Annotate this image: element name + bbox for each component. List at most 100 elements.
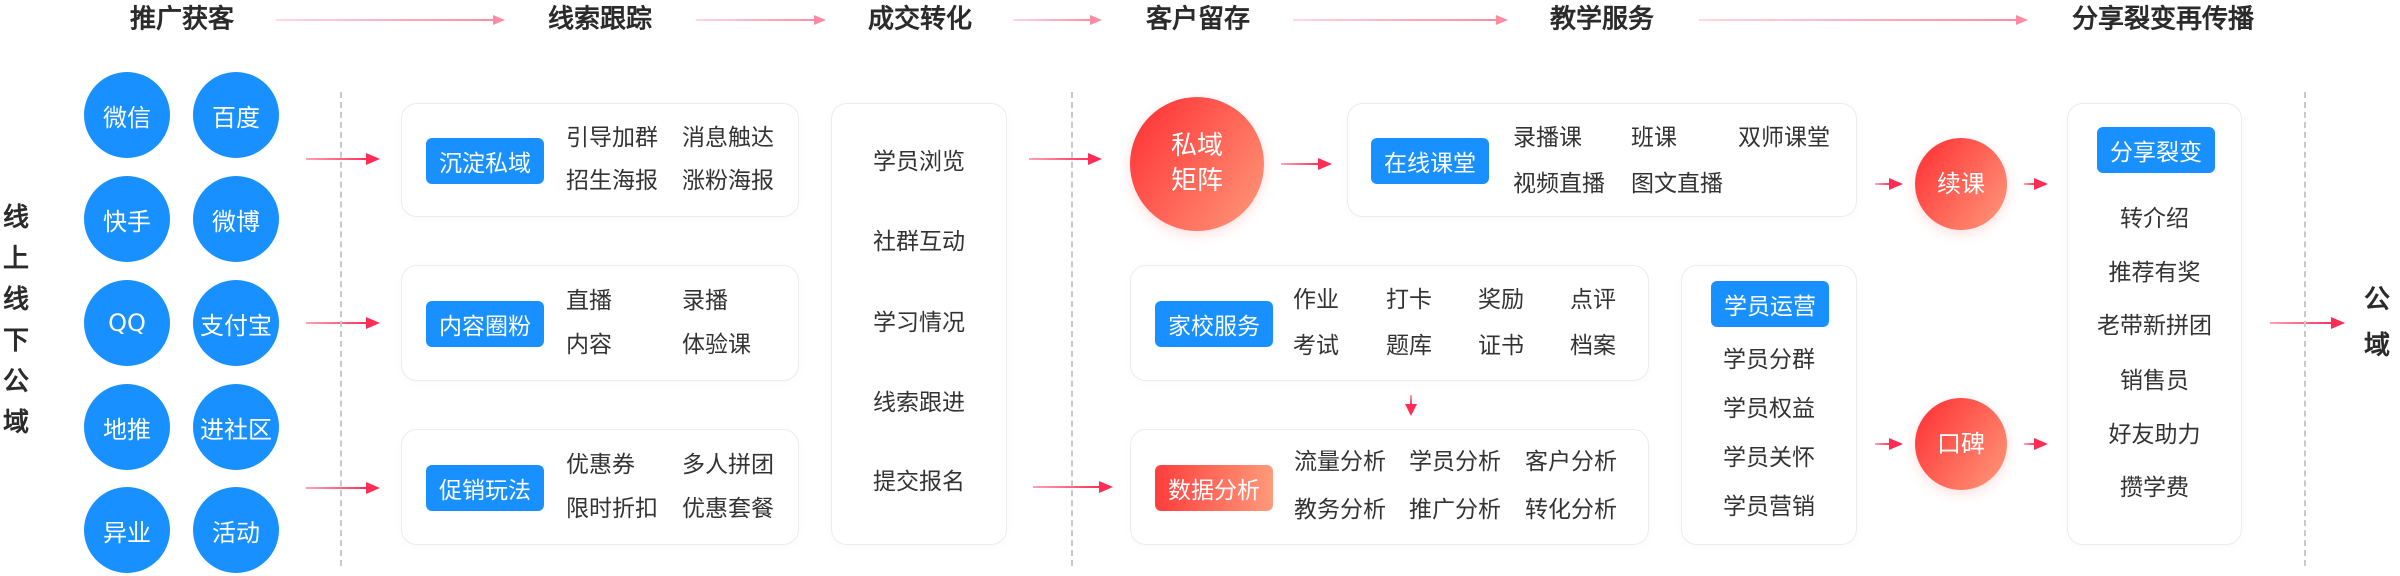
list-item: 班课 bbox=[1631, 125, 1677, 152]
stage-arrow-1 bbox=[276, 15, 505, 25]
list-item: 涨粉海报 bbox=[682, 168, 774, 195]
list-item: 学员浏览 bbox=[873, 149, 965, 176]
reputation-circle: 口碑 bbox=[1915, 398, 2007, 490]
list-item: 考试 bbox=[1293, 333, 1339, 360]
channel-circle: 进社区 bbox=[193, 384, 279, 470]
left-label: 线上线下公域 bbox=[2, 203, 29, 438]
private-matrix-circle: 私域 矩阵 bbox=[1130, 97, 1264, 231]
list-item: 推广分析 bbox=[1409, 497, 1501, 524]
list-item: 多人拼团 bbox=[682, 452, 774, 479]
flow-arrow-channels-2 bbox=[306, 317, 380, 329]
list-item: 学员权益 bbox=[1723, 396, 1815, 423]
list-item: 消息触达 bbox=[682, 125, 774, 152]
tag-label: 分享裂变 bbox=[2097, 127, 2215, 173]
list-item: 转介绍 bbox=[2120, 206, 2189, 233]
stage-arrow-4 bbox=[1293, 15, 1508, 25]
list-item: 学员分析 bbox=[1409, 449, 1501, 476]
list-item: 提交报名 bbox=[873, 469, 965, 496]
list-item: 好友助力 bbox=[2108, 422, 2201, 449]
list-item: 教务分析 bbox=[1294, 497, 1386, 524]
list-item: 作业 bbox=[1293, 287, 1339, 314]
tag-label: 学员运营 bbox=[1711, 281, 1829, 327]
list-item: 老带新拼团 bbox=[2097, 313, 2212, 340]
circle-label-line: 私域 bbox=[1170, 130, 1223, 161]
list-item: 档案 bbox=[1570, 333, 1616, 360]
list-item: 流量分析 bbox=[1294, 449, 1386, 476]
channel-circle: 快手 bbox=[84, 176, 170, 262]
circle-label: 续课 bbox=[1937, 169, 1985, 198]
stage-title-acquisition: 推广获客 bbox=[129, 4, 235, 35]
divider-dashed bbox=[340, 92, 342, 566]
conversion-box: 学员浏览 社群互动 学习情况 线索跟进 提交报名 bbox=[831, 103, 1007, 545]
list-item: 优惠套餐 bbox=[682, 496, 774, 523]
list-item: 录播课 bbox=[1513, 125, 1582, 152]
list-item: 题库 bbox=[1386, 333, 1432, 360]
list-item: 销售员 bbox=[2120, 368, 2189, 395]
stage-arrow-5 bbox=[1699, 15, 2028, 25]
tag-label: 内容圈粉 bbox=[426, 301, 544, 347]
list-item: 直播 bbox=[566, 288, 612, 315]
list-item: 图文直播 bbox=[1631, 171, 1723, 198]
list-item: 推荐有奖 bbox=[2108, 260, 2201, 287]
list-item: 内容 bbox=[566, 332, 612, 359]
flow-arrow-channels-1 bbox=[306, 153, 380, 165]
circle-label-line: 矩阵 bbox=[1170, 166, 1223, 196]
data-analysis-box: 数据分析 流量分析 学员分析 客户分析 教务分析 推广分析 转化分析 bbox=[1130, 429, 1649, 545]
stage-title-teaching: 教学服务 bbox=[1549, 4, 1655, 35]
list-item: 线索跟进 bbox=[873, 390, 965, 417]
list-item: 攒学费 bbox=[2120, 475, 2189, 502]
tag-label: 家校服务 bbox=[1155, 301, 1273, 347]
flow-arrow-to-renewal bbox=[1875, 178, 1903, 190]
list-item: 招生海报 bbox=[566, 168, 658, 195]
tag-label: 在线课堂 bbox=[1371, 138, 1489, 184]
stage-title-retention: 客户留存 bbox=[1145, 4, 1251, 35]
channel-circle: 支付宝 bbox=[193, 280, 279, 366]
stage-arrow-3 bbox=[1013, 15, 1102, 25]
channel-circle: 异业 bbox=[84, 487, 170, 573]
list-item: 证书 bbox=[1478, 333, 1524, 360]
list-item: 奖励 bbox=[1478, 287, 1524, 314]
flow-arrow-to-data-analysis bbox=[1033, 481, 1113, 493]
home-school-box: 家校服务 作业 打卡 奖励 点评 考试 题库 证书 档案 bbox=[1130, 265, 1649, 381]
stage-title-share: 分享裂变再传播 bbox=[2071, 4, 2255, 35]
stage-title-conversion: 成交转化 bbox=[867, 4, 973, 35]
list-item: 双师课堂 bbox=[1738, 125, 1830, 152]
list-item: 引导加群 bbox=[566, 125, 658, 152]
student-ops-box: 学员运营 学员分群 学员权益 学员关怀 学员营销 bbox=[1681, 265, 1857, 545]
list-item: 优惠券 bbox=[566, 452, 635, 479]
tag-label: 沉淀私域 bbox=[426, 138, 544, 184]
flow-arrow-renewal-to-share bbox=[2024, 178, 2048, 190]
flow-arrow-reputation-to-share bbox=[2024, 438, 2048, 450]
channel-circle: 活动 bbox=[193, 487, 279, 573]
stage-title-lead-tracking: 线索跟踪 bbox=[547, 4, 653, 35]
channel-circle: 百度 bbox=[193, 72, 279, 158]
flow-arrow-down bbox=[1405, 395, 1417, 416]
right-label: 公域 bbox=[2363, 285, 2390, 361]
flow-arrow-to-public-domain bbox=[2270, 317, 2345, 329]
list-item: 体验课 bbox=[682, 332, 751, 359]
lead-box-promotion: 促销玩法 优惠券 多人拼团 限时折扣 优惠套餐 bbox=[401, 429, 799, 545]
channel-circle: 微信 bbox=[84, 72, 170, 158]
list-item: 社群互动 bbox=[873, 229, 965, 256]
list-item: 点评 bbox=[1570, 287, 1616, 314]
channel-circle: QQ bbox=[84, 280, 170, 366]
tag-label: 数据分析 bbox=[1155, 465, 1273, 511]
tag-label: 促销玩法 bbox=[426, 465, 544, 511]
lead-box-content: 内容圈粉 直播 录播 内容 体验课 bbox=[401, 265, 799, 381]
list-item: 转化分析 bbox=[1525, 497, 1617, 524]
share-box: 分享裂变 转介绍 推荐有奖 老带新拼团 销售员 好友助力 攒学费 bbox=[2067, 103, 2242, 545]
channel-circle: 微博 bbox=[193, 176, 279, 262]
list-item: 学习情况 bbox=[873, 310, 965, 337]
list-item: 打卡 bbox=[1386, 287, 1432, 314]
flow-arrow-channels-3 bbox=[306, 482, 380, 494]
lead-box-private-domain: 沉淀私域 引导加群 消息触达 招生海报 涨粉海报 bbox=[401, 103, 799, 217]
list-item: 学员关怀 bbox=[1723, 445, 1815, 472]
list-item: 学员分群 bbox=[1723, 347, 1815, 374]
list-item: 学员营销 bbox=[1723, 494, 1815, 521]
online-class-box: 在线课堂 录播课 班课 双师课堂 视频直播 图文直播 bbox=[1347, 103, 1857, 217]
flow-arrow-to-private-matrix bbox=[1029, 153, 1102, 165]
channel-circle: 地推 bbox=[84, 384, 170, 470]
renewal-circle: 续课 bbox=[1915, 138, 2007, 230]
circle-label: 口碑 bbox=[1937, 429, 1985, 458]
